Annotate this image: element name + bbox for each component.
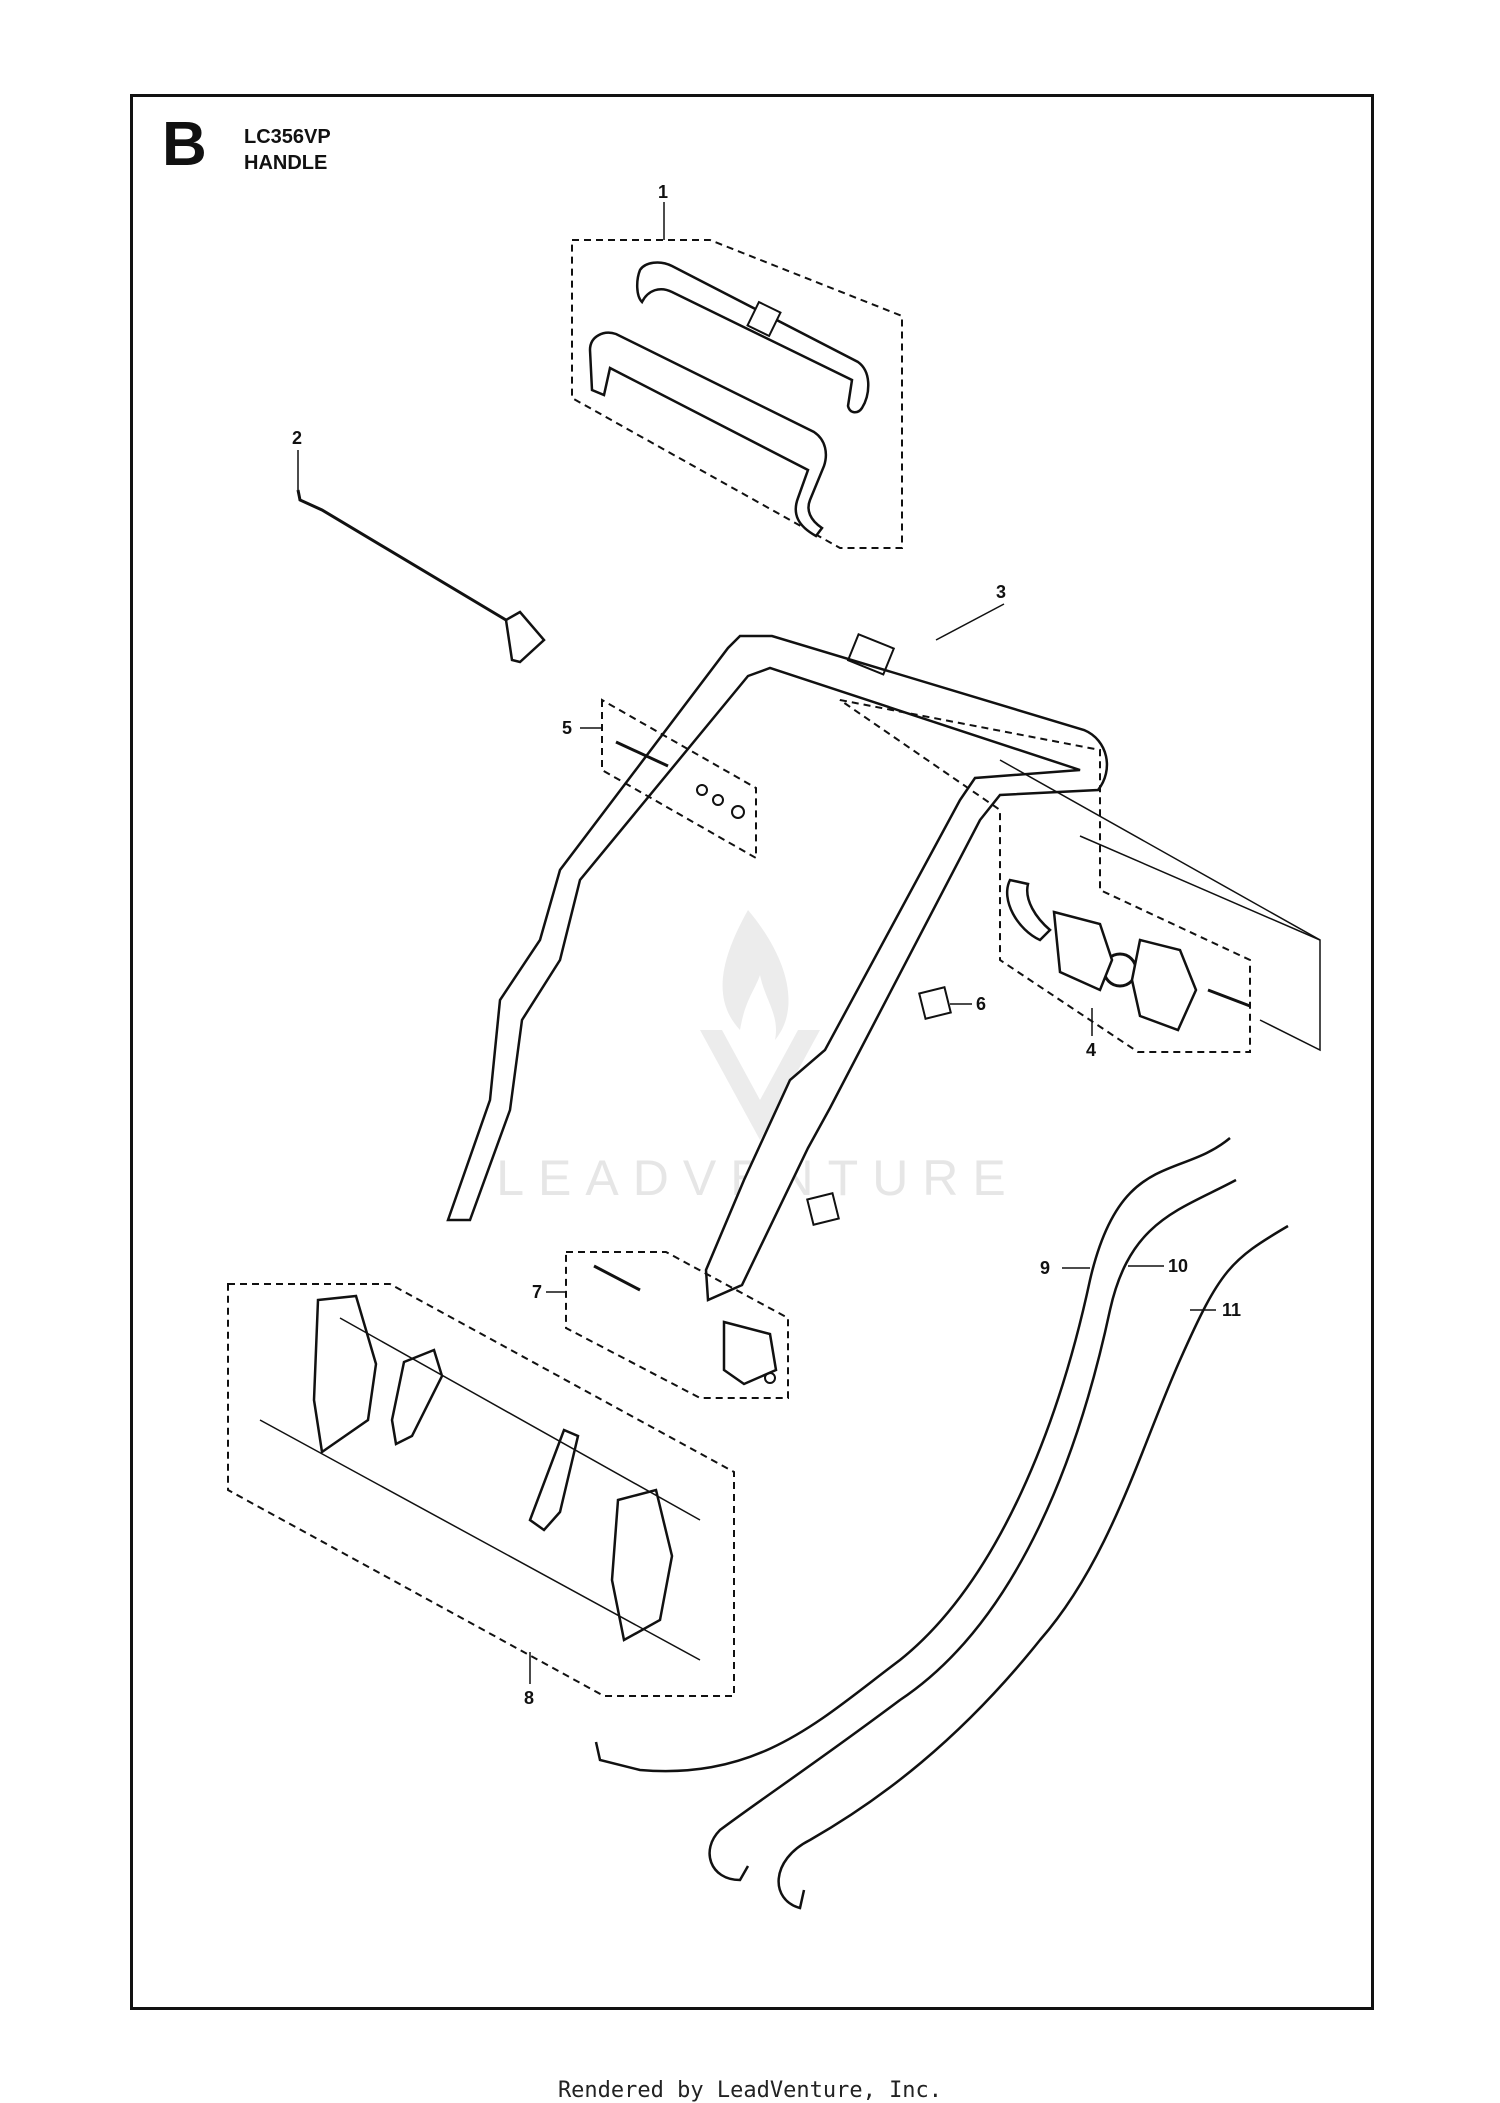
part-4-housing-right (1130, 938, 1198, 1032)
part-8-link-a (390, 1348, 444, 1446)
part-8-dashed-box (227, 1283, 735, 1697)
watermark-flame-icon (722, 910, 789, 1040)
footer-credit: Rendered by LeadVenture, Inc. (557, 2078, 943, 2103)
part-8-plate-left (312, 1294, 378, 1455)
part-4-axis (1079, 835, 1321, 941)
part-5-washer-a (696, 784, 708, 796)
part-4-tie-line (999, 759, 1321, 1052)
part-5-nut (731, 805, 745, 819)
part-3-handle-outer (446, 634, 1109, 1302)
part-2-rod (296, 489, 507, 622)
callout-6: 6 (976, 994, 986, 1014)
part-5-hardware-kit (580, 698, 757, 860)
section-letter: B (162, 110, 207, 179)
part-4-housing-left (1052, 910, 1114, 992)
parts-9-11-control-cables (594, 1137, 1289, 1910)
part-10-cable (708, 1178, 1237, 1882)
part-1-bail-bar (588, 331, 828, 538)
part-1-grip-bar (636, 261, 870, 414)
part-4-control-housing (839, 699, 1321, 1053)
callout-8: 8 (524, 1688, 534, 1708)
part-6-cable-clips (806, 986, 972, 1226)
part-4-bolt (1207, 988, 1251, 1008)
part-7-knob (722, 1320, 778, 1386)
part-6-clip-upper (918, 986, 952, 1020)
part-7-bolt (593, 1264, 641, 1292)
part-3-leader (935, 603, 1005, 641)
part-2-control-rod (296, 450, 546, 664)
part-9-cable (594, 1137, 1231, 1773)
assembly-name: HANDLE (244, 152, 328, 174)
part-1-dashed-box (571, 239, 903, 549)
callout-11: 11 (1222, 1300, 1241, 1320)
part-4-dashed-box (839, 699, 1251, 1053)
part-4-lever (1005, 878, 1052, 942)
callout-1: 1 (658, 182, 668, 202)
part-6-clip-lower (806, 1192, 840, 1226)
callout-2: 2 (292, 428, 302, 448)
part-5-dashed-box (601, 698, 757, 860)
part-2-rod-end (504, 610, 546, 664)
part-7-nut (764, 1372, 776, 1384)
callout-9: 9 (1040, 1258, 1050, 1278)
part-5-bolt (615, 740, 669, 768)
part-5-washer-b (712, 794, 724, 806)
part-7-handle-knob-kit (546, 1251, 789, 1399)
callout-5: 5 (562, 718, 572, 738)
part-3-main-handle (446, 603, 1109, 1302)
watermark-v-icon (700, 1030, 820, 1140)
part-3-handle-clip (846, 632, 896, 676)
diagram-heading: LC356VP HANDLE (244, 124, 331, 176)
diagram-frame (130, 94, 1374, 2010)
part-8-plate-right (610, 1488, 674, 1642)
part-1-handle-grip-kit (571, 202, 903, 549)
model-number: LC356VP (244, 126, 331, 148)
part-8-axis-b (339, 1317, 701, 1521)
part-8-axis-a (259, 1419, 701, 1661)
part-11-cable (777, 1224, 1289, 1910)
part-1-clip (746, 300, 782, 338)
callout-4: 4 (1086, 1040, 1096, 1060)
part-7-dashed-box (565, 1251, 789, 1399)
part-8-link-b (528, 1428, 580, 1532)
callout-7: 7 (532, 1282, 542, 1302)
callout-3: 3 (996, 582, 1006, 602)
part-8-bracket-kit (227, 1283, 735, 1697)
callout-10: 10 (1168, 1256, 1188, 1276)
